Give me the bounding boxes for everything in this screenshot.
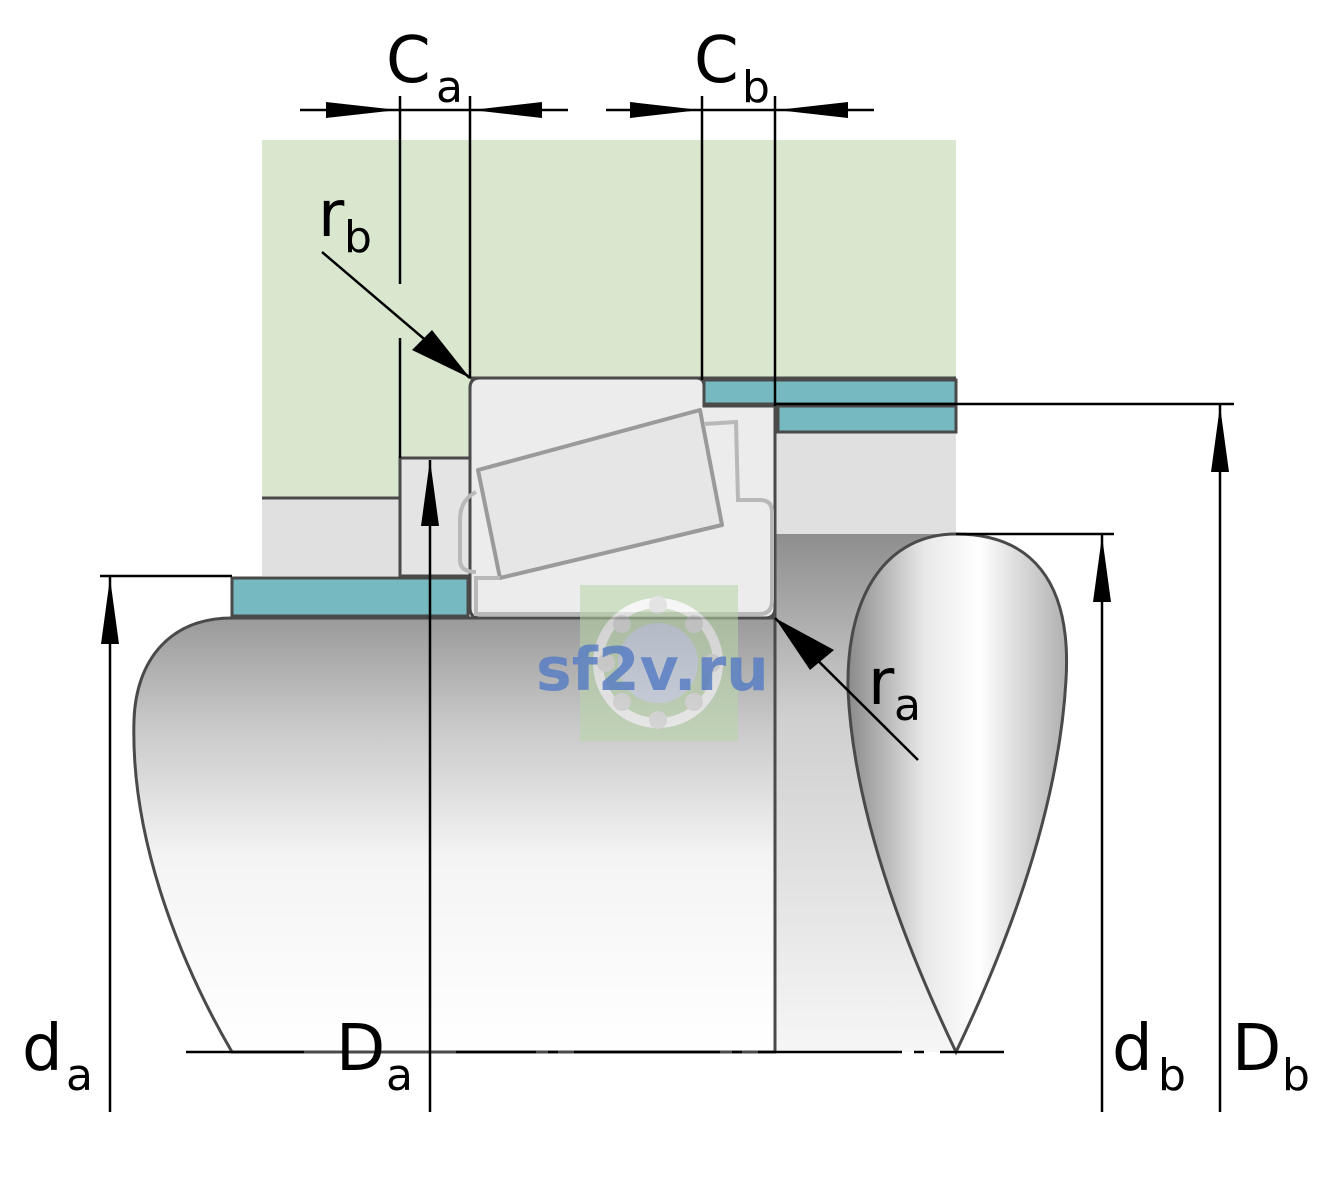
svg-text:a: a: [436, 62, 463, 113]
svg-text:d: d: [1112, 1012, 1153, 1086]
svg-text:r: r: [868, 646, 895, 720]
label-da: d a: [22, 1012, 93, 1101]
bearing-cage-left: [458, 490, 477, 574]
bearing-cage: [474, 419, 774, 616]
svg-text:C: C: [694, 24, 739, 98]
svg-text:D: D: [1232, 1012, 1281, 1086]
label-Ca: C a: [386, 24, 463, 113]
bearing-roller: [476, 408, 724, 580]
svg-text:b: b: [742, 62, 770, 113]
svg-text:a: a: [894, 680, 921, 731]
right-sleeve-bottom: [776, 404, 958, 434]
svg-text:d: d: [22, 1012, 63, 1086]
right-shoulder: [775, 432, 956, 534]
svg-text:b: b: [1282, 1050, 1310, 1101]
label-ra: r a: [868, 646, 921, 731]
watermark-text: sf2v.ru: [536, 635, 769, 705]
label-rb: r b: [318, 178, 372, 263]
label-Cb: C b: [694, 24, 770, 113]
watermark-logo: [580, 585, 738, 741]
label-Da: D a: [336, 1012, 413, 1101]
svg-text:b: b: [1158, 1050, 1186, 1101]
svg-text:a: a: [66, 1050, 93, 1101]
label-Db: D b: [1232, 1012, 1310, 1101]
svg-text:b: b: [344, 212, 372, 263]
left-sleeve: [230, 576, 470, 618]
right-sleeve-top: [702, 378, 958, 406]
svg-text:r: r: [318, 178, 345, 252]
svg-text:C: C: [386, 24, 431, 98]
svg-text:a: a: [386, 1050, 413, 1101]
svg-text:D: D: [336, 1012, 385, 1086]
housing-lower-shoulder: [262, 498, 400, 576]
dimension-arrows: [101, 102, 1229, 670]
label-db: d b: [1112, 1012, 1186, 1101]
